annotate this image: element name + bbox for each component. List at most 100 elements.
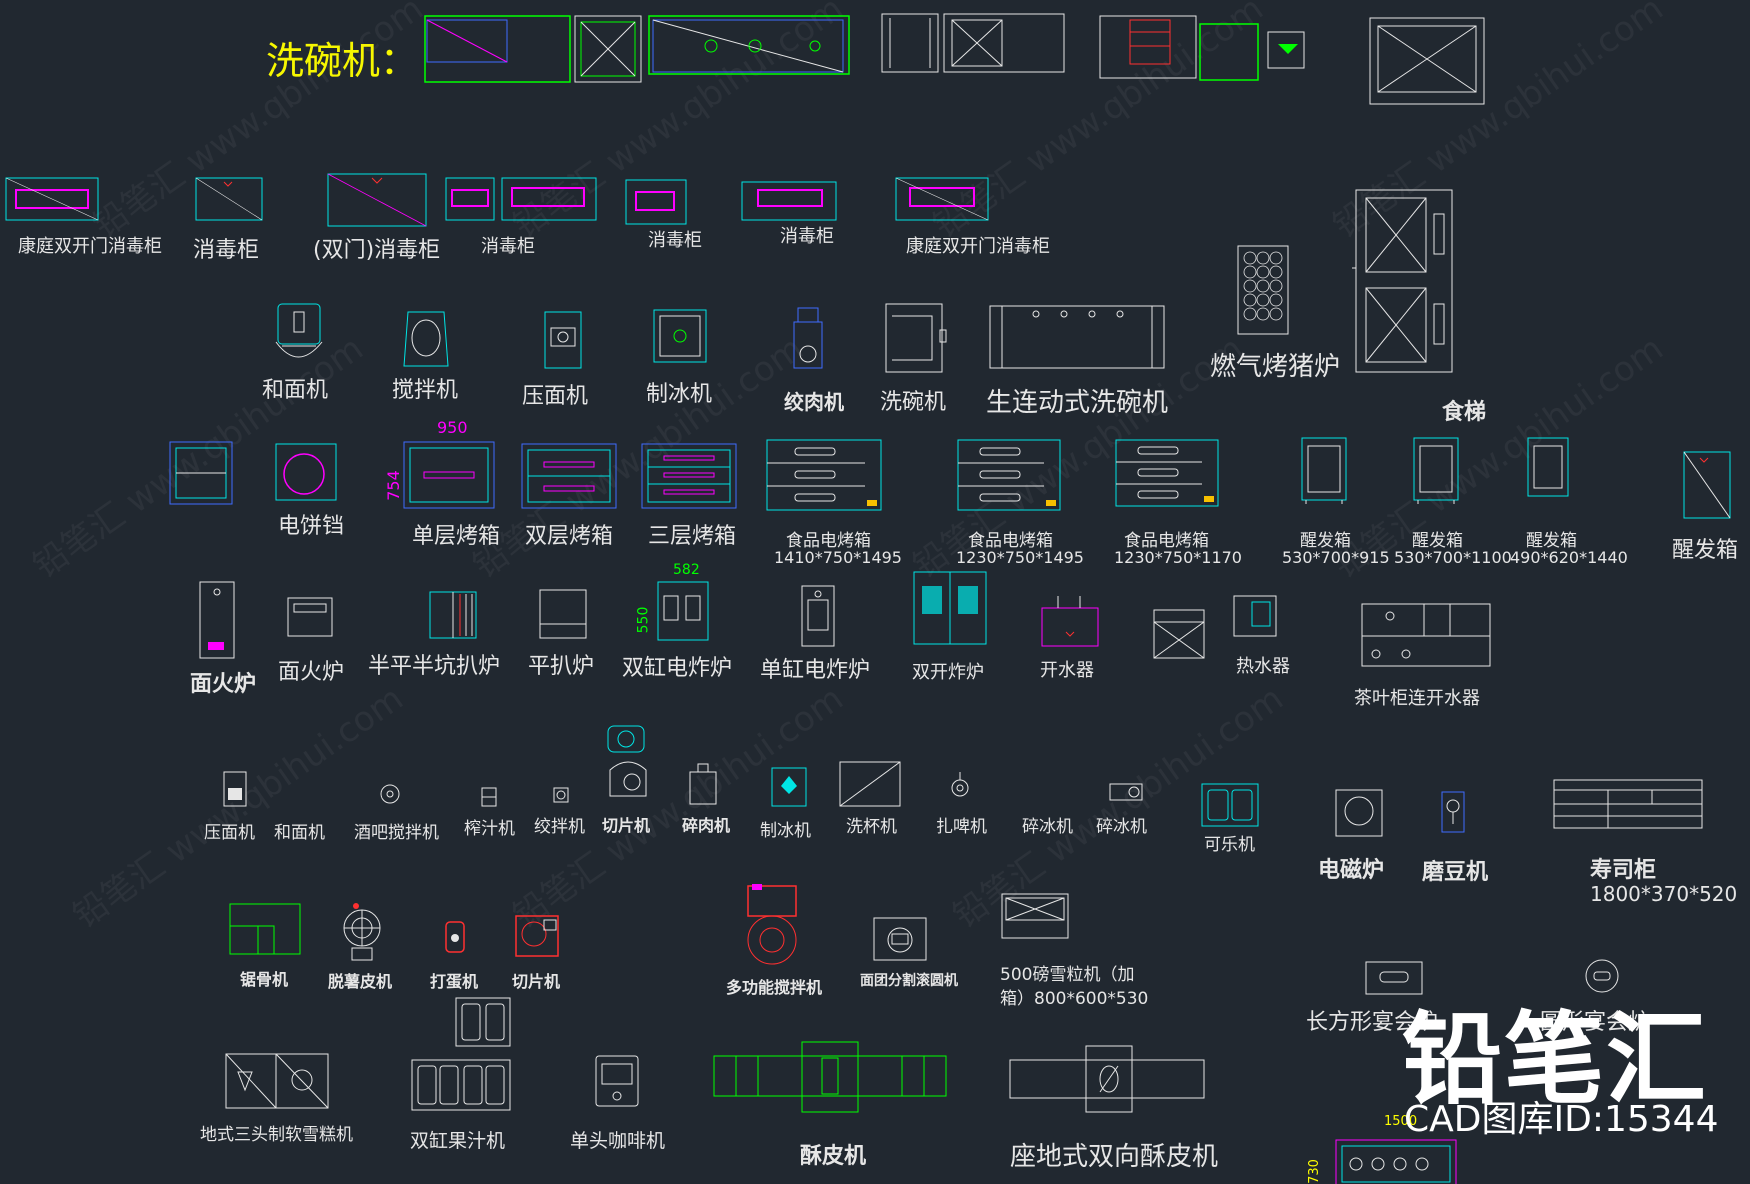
bean-grinder-symbol — [1441, 791, 1465, 833]
food-oven-label: 食品电烤箱 — [968, 531, 1053, 551]
boiler-symbol — [1041, 596, 1099, 647]
slicer-red-symbol — [515, 915, 559, 957]
single-oven-symbol — [403, 441, 495, 509]
small-equipment-label: 绞拌机 — [534, 817, 585, 837]
dishwasher-machine-label: 洗碗机 — [880, 390, 947, 415]
griddle-half-label: 半平半坑扒炉 — [368, 654, 501, 679]
juicer-symbol — [481, 787, 497, 807]
floor-dough-sheeter-label: 座地式双向酥皮机 — [1010, 1142, 1219, 1172]
single-oven-label: 单层烤箱 — [412, 524, 501, 549]
flat-griddle-label: 平扒炉 — [528, 654, 595, 679]
bean-grinder-label: 磨豆机 — [1422, 860, 1489, 885]
fryer-height-dimension: 550 — [635, 606, 652, 634]
bone-saw-label: 锯骨机 — [240, 970, 289, 989]
brand-logo: 铅笔汇 — [1402, 1001, 1708, 1118]
noodle-press-small-symbol — [223, 771, 247, 807]
round-banquet-stove-symbol — [1585, 959, 1619, 993]
double-door-fryer-label: 双开炸炉 — [912, 662, 984, 683]
salamander-symbol — [287, 597, 333, 637]
proofer-size: 530*700*915 — [1282, 548, 1390, 567]
electric-griddle-label: 电饼铛 — [278, 514, 345, 539]
small-equipment-label: 碎冰机 — [1096, 817, 1147, 837]
brand-id: CAD图库ID:15344 — [1404, 1099, 1719, 1140]
coffee-machine-symbol — [595, 1055, 639, 1107]
proofer-size: 490*620*1440 — [1510, 548, 1628, 567]
multi-mixer-label: 多功能搅拌机 — [726, 978, 823, 997]
slicer-red-label: 切片机 — [512, 972, 561, 991]
dough-sheeter-symbol — [713, 1041, 947, 1113]
sterilizer-symbol — [895, 177, 989, 221]
mixer-symbol — [403, 311, 449, 367]
sterilizer-label: (双门)消毒柜 — [313, 238, 441, 263]
single-fryer-symbol — [801, 585, 835, 647]
page-title: 洗碗机： — [266, 39, 419, 83]
sterilizer-symbol — [327, 173, 427, 227]
food-oven-size: 1230*750*1495 — [956, 548, 1084, 567]
snow-ice-machine-symbol — [1001, 893, 1069, 939]
small-equipment-label: 扎啤机 — [936, 817, 987, 837]
potato-peeler-symbol — [343, 903, 381, 961]
tea-cabinet-symbol — [1361, 603, 1491, 667]
coffee-machine-label: 单头咖啡机 — [570, 1130, 666, 1152]
proofer-size: 530*700*1100 — [1394, 548, 1512, 567]
sushi-cabinet-symbol — [1553, 779, 1703, 829]
salamander-symbol — [199, 581, 235, 659]
ice-maker-symbol — [653, 309, 707, 363]
tea-cabinet-label: 茶叶柜连开水器 — [1354, 688, 1480, 709]
single-fryer-label: 单缸电炸炉 — [760, 658, 871, 683]
conveyor-dishwasher-symbol — [989, 305, 1165, 369]
noodle-press-symbol — [544, 311, 582, 369]
soft-ice-cream-machine-symbol — [225, 1053, 329, 1109]
banquet-stove-label: 长方形宴会炉 — [1306, 1010, 1439, 1035]
sushi-cabinet-size: 1800*370*520 — [1590, 882, 1738, 906]
bar-blender-symbol — [380, 784, 400, 804]
dish-rack-symbol — [1369, 17, 1485, 105]
meat-grinder-label: 绞肉机 — [784, 390, 844, 414]
dough-mixer-label: 和面机 — [262, 378, 329, 403]
noodle-press-label: 压面机 — [522, 384, 589, 409]
electric-griddle-symbol — [275, 443, 337, 501]
sterilizer-symbol — [195, 177, 263, 221]
small-equipment-label: 切片机 — [602, 816, 651, 835]
small-equipment-label: 和面机 — [274, 823, 325, 843]
proofer-symbol — [1413, 437, 1459, 504]
water-heater-label: 热水器 — [1236, 656, 1290, 677]
ice-crusher-symbol — [1109, 783, 1143, 801]
bottom-width-dimension: 1500 — [1384, 1114, 1418, 1129]
sterilizer-label: 消毒柜 — [193, 238, 260, 263]
boiler-label: 开水器 — [1040, 660, 1094, 681]
proofer-symbol — [1527, 437, 1569, 497]
salamander-label: 面火炉 — [190, 672, 257, 697]
proofer-label: 醒发箱 — [1672, 538, 1739, 563]
proofer-symbol — [1301, 437, 1347, 504]
water-heater-symbol — [1233, 595, 1277, 637]
potato-peeler-label: 脱薯皮机 — [328, 972, 393, 991]
double-fryer-symbol — [657, 581, 709, 641]
bone-saw-symbol — [229, 903, 301, 955]
sink-symbol — [881, 13, 1065, 73]
small-equipment-label: 可乐机 — [1204, 835, 1255, 855]
banquet-stove-symbol — [1365, 961, 1423, 995]
proofer-label: 醒发箱 — [1526, 531, 1577, 551]
griddle-half-symbol — [429, 591, 477, 639]
blender-symbol — [553, 787, 569, 803]
proofer-symbol — [1683, 451, 1731, 519]
bottom-height-dimension: 730 — [1306, 1159, 1322, 1184]
glass-washer-symbol — [839, 761, 901, 807]
dough-divider-symbol — [873, 917, 927, 961]
small-equipment-label: 洗杯机 — [846, 817, 897, 837]
oven-height-dimension: 754 — [383, 470, 403, 501]
small-equipment-label: 制冰机 — [760, 821, 811, 841]
sterilizer-label: 消毒柜 — [481, 236, 535, 257]
ice-maker-label: 制冰机 — [646, 382, 713, 407]
conveyor-dishwasher-label: 生连动式洗碗机 — [986, 388, 1169, 418]
double-door-fryer-symbol — [913, 571, 987, 645]
food-electric-oven-symbol — [957, 439, 1061, 511]
flat-griddle-symbol — [539, 589, 587, 639]
stove-partial-symbol — [1335, 1139, 1457, 1184]
double-fryer-label: 双缸电炸炉 — [622, 656, 733, 681]
snow-ice-machine-label: 箱）800*600*530 — [1000, 989, 1149, 1009]
sterilizer-label: 康庭双开门消毒柜 — [18, 236, 162, 257]
dishwasher-machine-symbol — [885, 303, 947, 373]
sterilizer-symbol — [5, 177, 99, 221]
